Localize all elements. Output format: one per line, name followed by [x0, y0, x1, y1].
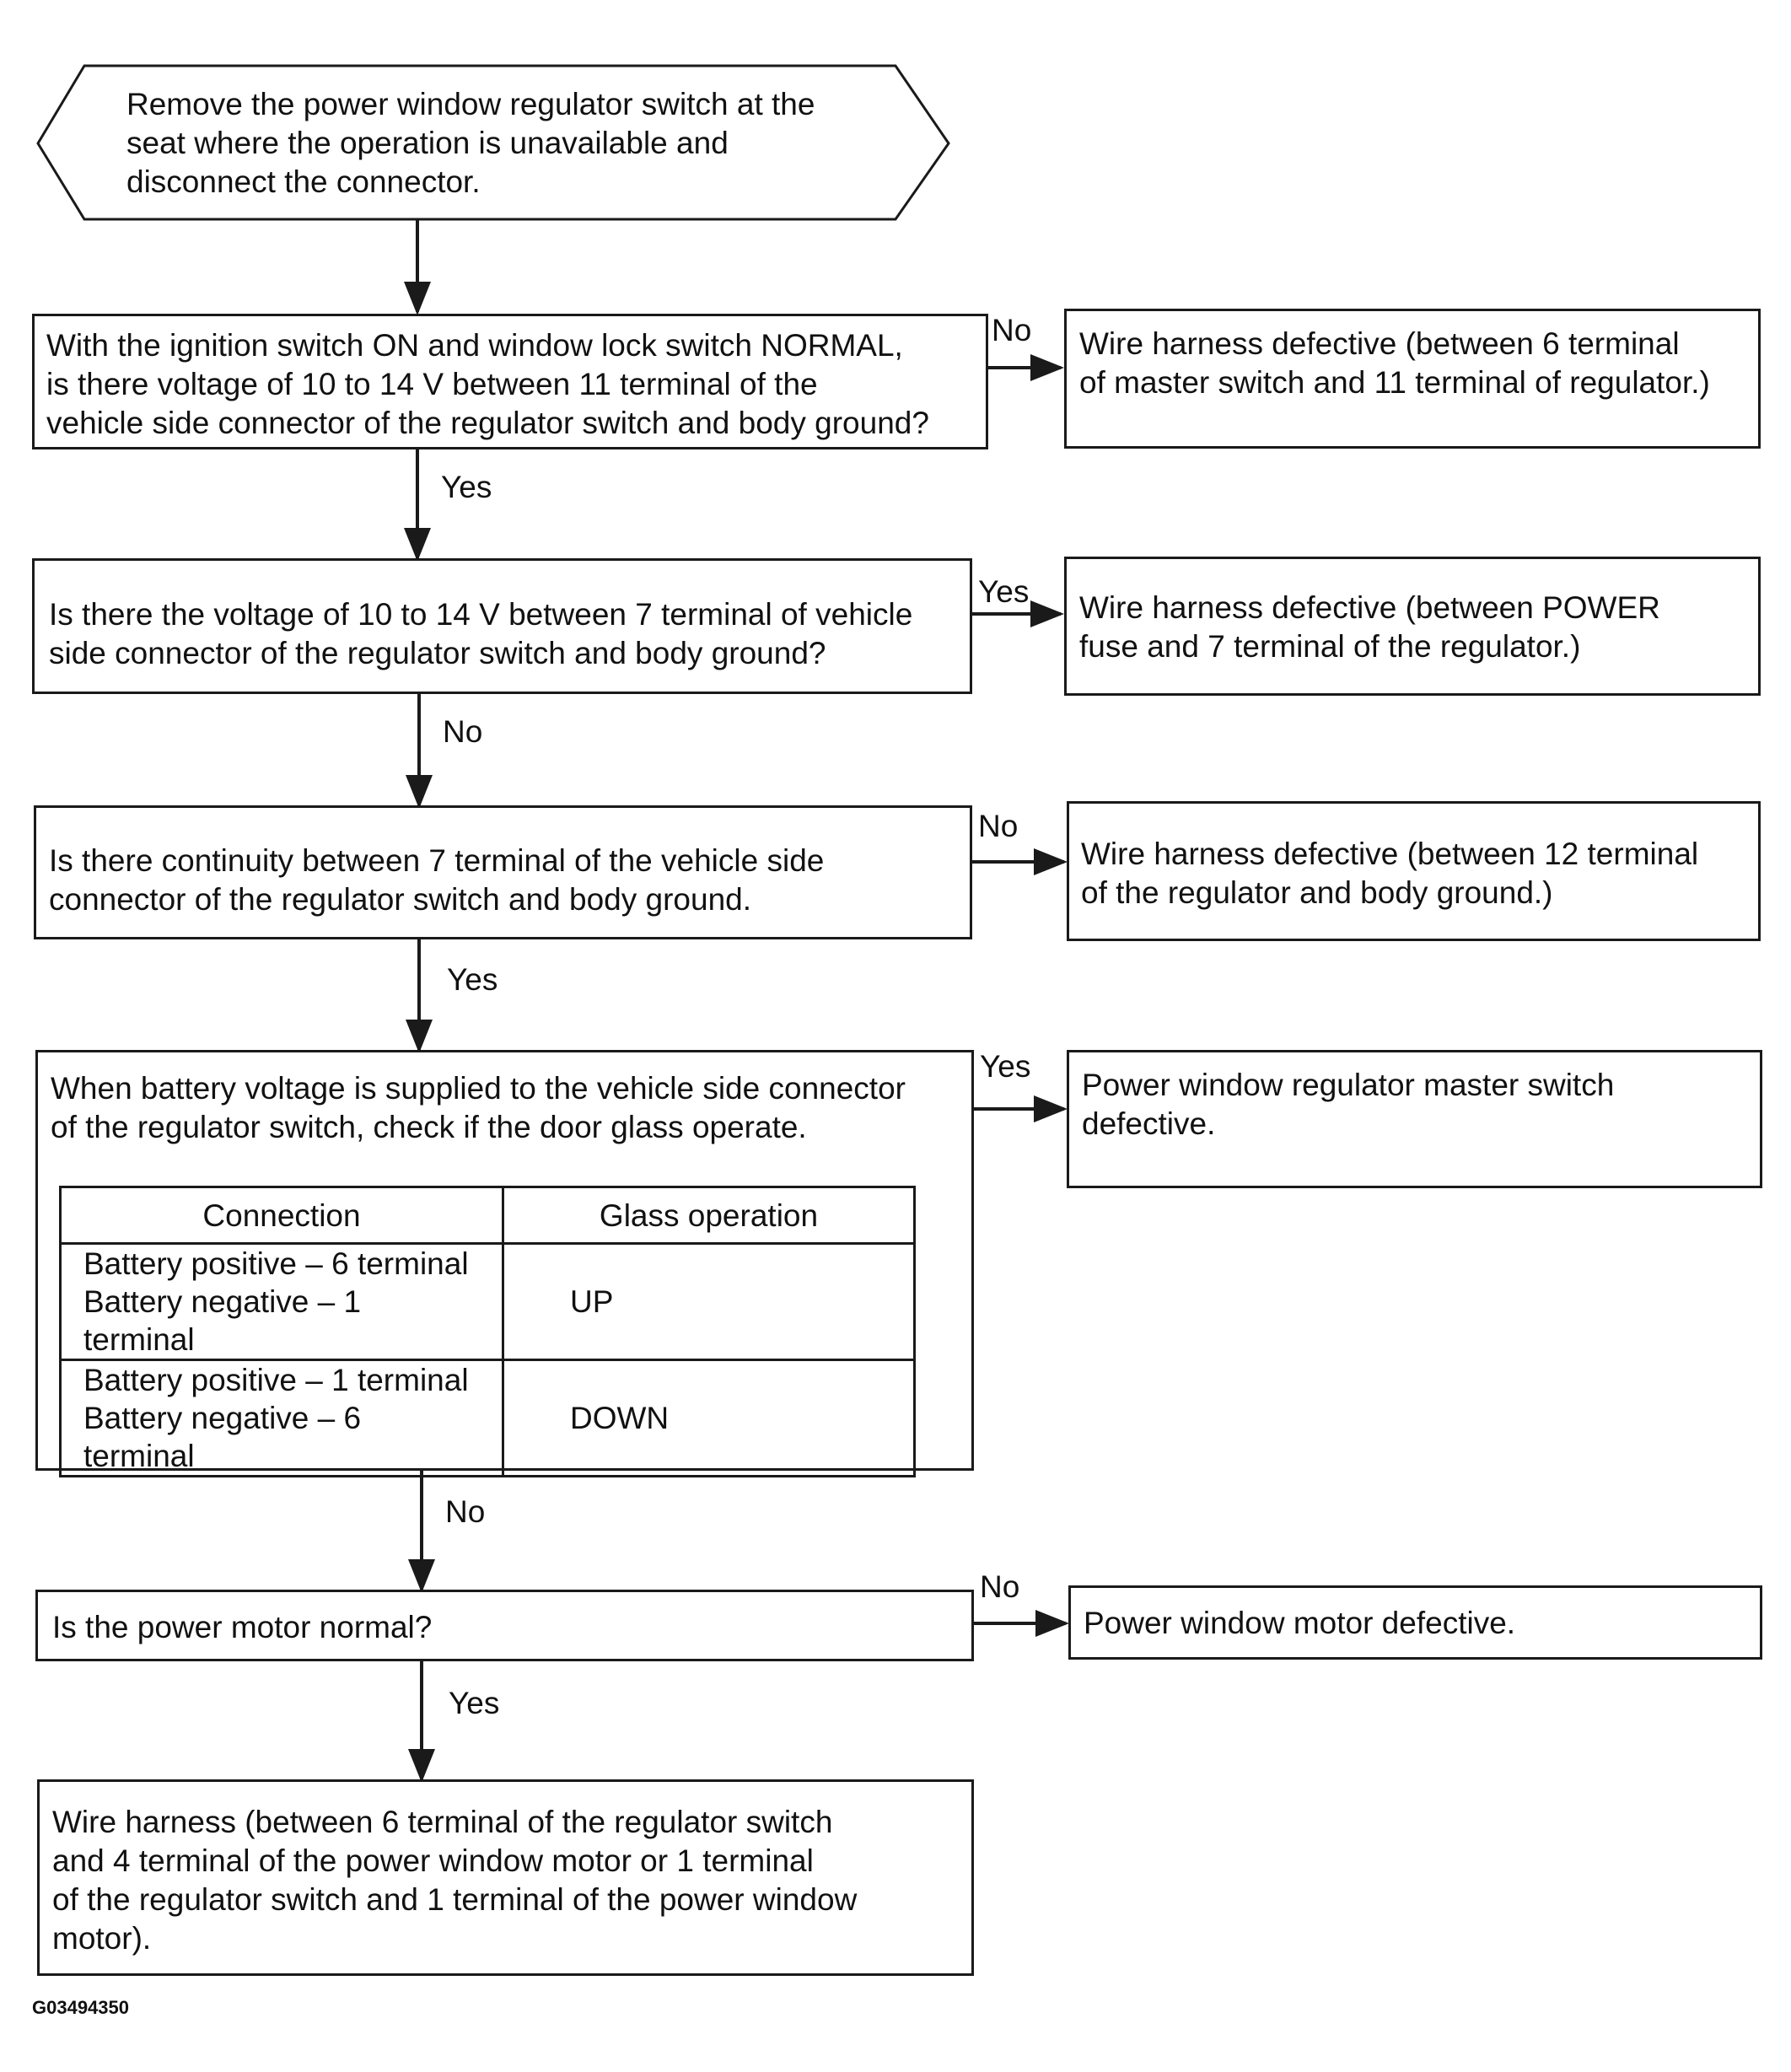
result-box-5 — [1068, 1585, 1762, 1660]
question-text-3: Is there continuity between 7 terminal o… — [49, 843, 825, 917]
table-cell-connection: Battery positive – 1 terminal Battery ne… — [59, 1359, 504, 1477]
branch-label-q2-side: Yes — [978, 574, 1030, 609]
branch-label-q4-down: No — [445, 1494, 486, 1529]
end-step-box — [37, 1779, 974, 1976]
branch-label-q2-down: No — [443, 714, 483, 749]
table-header-connection: Connection — [59, 1186, 504, 1245]
branch-label-q3-down: Yes — [447, 962, 498, 997]
branch-label-q5-side: No — [980, 1569, 1020, 1604]
result-box-4 — [1067, 1050, 1762, 1188]
figure-code: G03494350 — [32, 1997, 129, 2018]
question-text-2: Is there the voltage of 10 to 14 V betwe… — [49, 597, 913, 670]
result-text-1: Wire harness defective (between 6 termin… — [1079, 326, 1710, 400]
branch-label-q1-down: Yes — [441, 470, 492, 504]
question-box-3 — [34, 805, 972, 939]
table-row: Battery positive – 1 terminal Battery ne… — [59, 1359, 916, 1477]
question-text-5: Is the power motor normal? — [52, 1610, 433, 1644]
result-box-1 — [1064, 309, 1761, 449]
end-step-text: Wire harness (between 6 terminal of the … — [52, 1805, 858, 1956]
result-box-2 — [1064, 557, 1761, 696]
result-text-5: Power window motor defective. — [1084, 1606, 1516, 1640]
start-step-text: Remove the power window regulator switch… — [126, 87, 815, 199]
result-text-3: Wire harness defective (between 12 termi… — [1081, 837, 1699, 910]
glass-operation-table: Connection Glass operation Battery posit… — [59, 1186, 916, 1477]
table-header-row: Connection Glass operation — [59, 1186, 916, 1245]
branch-label-q4-side: Yes — [980, 1049, 1031, 1084]
branch-label-q1-side: No — [992, 313, 1032, 347]
result-text-2: Wire harness defective (between POWER fu… — [1079, 590, 1660, 664]
start-hexagon — [36, 64, 950, 221]
table-cell-operation: UP — [502, 1242, 916, 1361]
result-text-4: Power window regulator master switch def… — [1082, 1068, 1615, 1141]
table-cell-operation: DOWN — [502, 1359, 916, 1477]
branch-label-q5-down: Yes — [449, 1686, 500, 1720]
table-row: Battery positive – 6 terminal Battery ne… — [59, 1242, 916, 1361]
question-text-4: When battery voltage is supplied to the … — [51, 1071, 906, 1144]
table-cell-connection: Battery positive – 6 terminal Battery ne… — [59, 1242, 504, 1361]
table-header-glass-operation: Glass operation — [502, 1186, 916, 1245]
question-box-5 — [35, 1590, 974, 1661]
question-box-2 — [32, 558, 972, 694]
question-text-1: With the ignition switch ON and window l… — [46, 328, 929, 440]
result-box-3 — [1067, 801, 1761, 941]
question-box-1 — [32, 314, 988, 449]
branch-label-q3-side: No — [978, 809, 1019, 843]
